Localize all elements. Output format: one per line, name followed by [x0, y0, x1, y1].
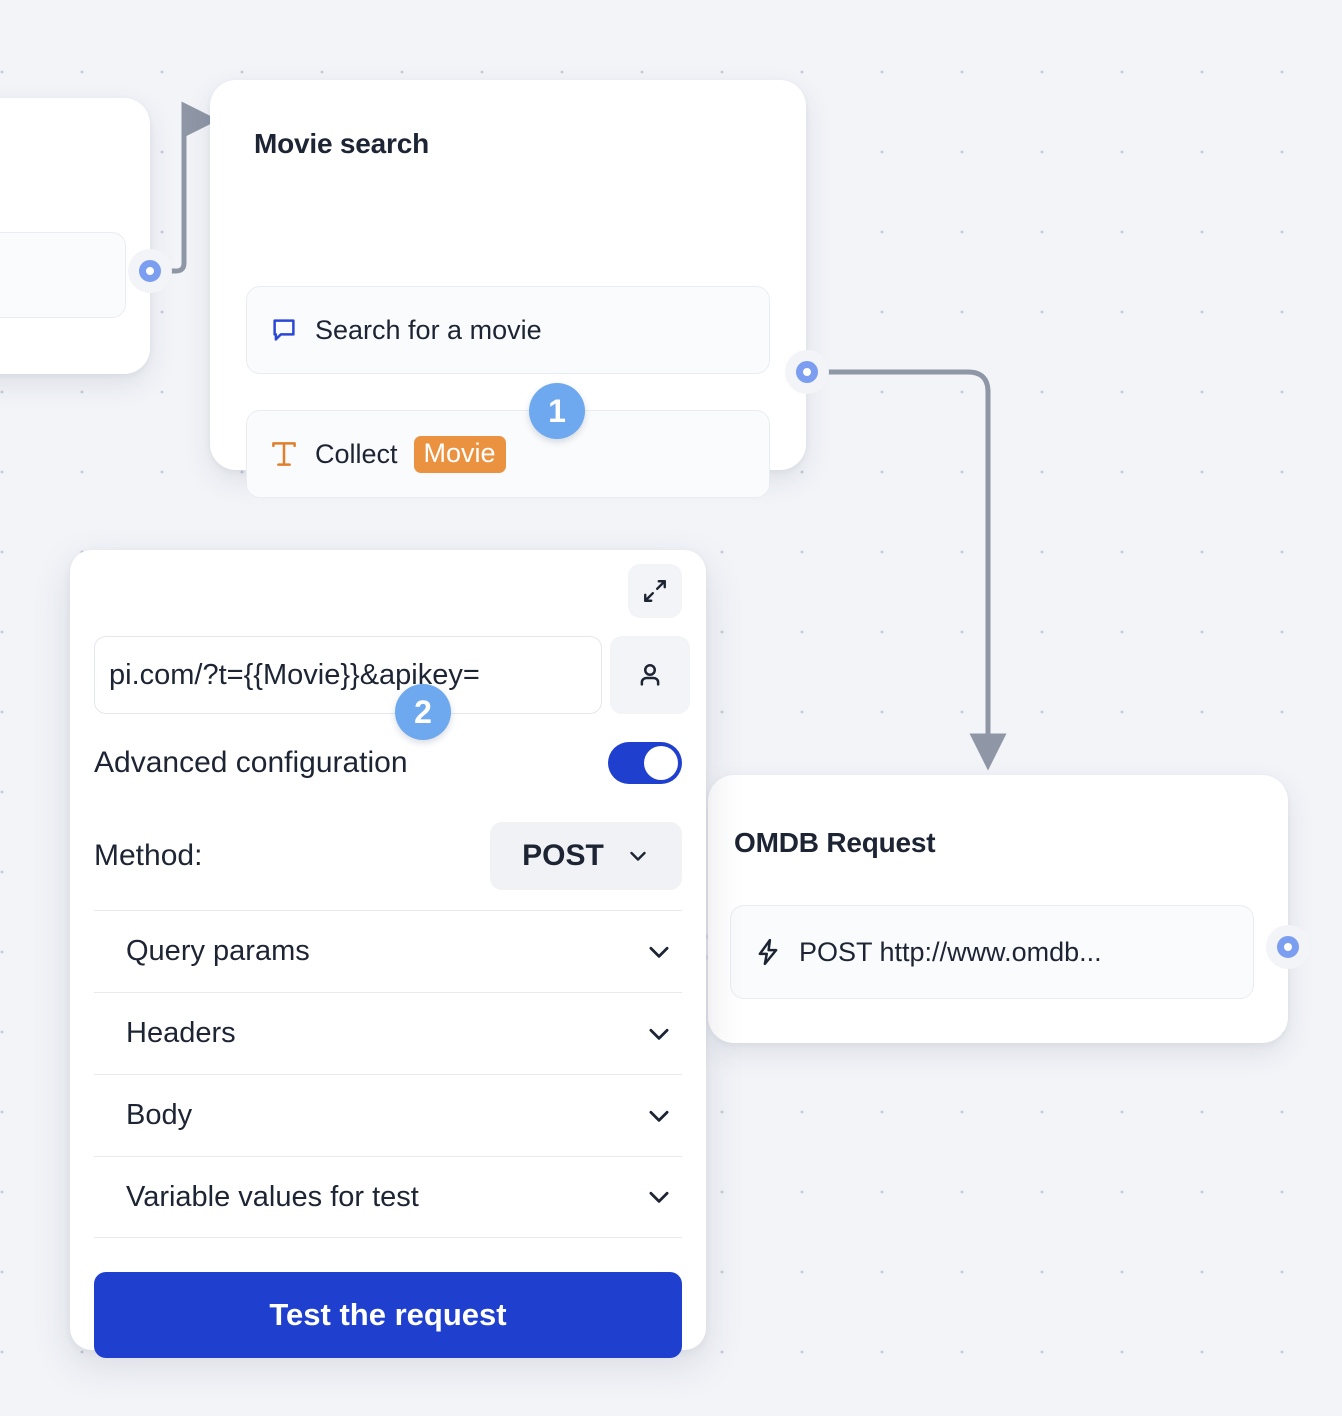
accordion-item-query-params[interactable]: Query params — [94, 910, 682, 992]
accordion-item-variable-values-for-test[interactable]: Variable values for test — [94, 1156, 682, 1238]
node-title-movie-search: Movie search — [254, 128, 430, 159]
method-select[interactable]: POST — [490, 822, 682, 890]
chevron-down-icon — [630, 851, 646, 861]
chevron-down-icon — [649, 1191, 669, 1203]
chevron-down-icon — [649, 946, 669, 958]
advanced-configuration-label: Advanced configuration — [94, 746, 408, 779]
method-label: Method: — [94, 839, 203, 872]
text-type-icon — [272, 442, 296, 466]
chevron-down-icon — [649, 1110, 669, 1122]
method-value: POST — [522, 839, 604, 872]
node-omdb-request[interactable]: OMDB Request POST http://www.omdb... — [708, 775, 1288, 1043]
toggle-knob — [644, 746, 678, 780]
user-icon — [640, 663, 660, 686]
port-movie-search-output[interactable] — [785, 350, 829, 394]
expand-panel-button[interactable] — [628, 564, 682, 618]
port-previous-output[interactable] — [128, 249, 172, 293]
chevron-down-icon — [649, 1028, 669, 1040]
accordion-label: Variable values for test — [126, 1180, 419, 1213]
node-row-label: POST http://www.omdb... — [799, 936, 1102, 967]
node-title-omdb-request: OMDB Request — [734, 827, 936, 858]
request-url-input[interactable] — [94, 636, 602, 714]
node-row-collect-movie[interactable]: Collect Movie — [246, 410, 770, 498]
node-previous[interactable] — [0, 98, 150, 374]
node-row-label: Search for a movie — [315, 314, 542, 345]
expand-diagonal-icon — [644, 580, 666, 602]
port-omdb-request-output[interactable] — [1266, 925, 1310, 969]
node-movie-search[interactable]: Movie search Search for a movie Collect … — [210, 80, 806, 498]
step-badge-2: 2 — [395, 684, 451, 740]
test-the-request-button[interactable]: Test the request — [94, 1272, 682, 1358]
method-row: Method: POST — [94, 822, 682, 890]
request-config-panel[interactable]: Advanced configuration Method: POST Quer… — [70, 550, 706, 1358]
message-bubble-icon — [273, 319, 295, 341]
url-row — [94, 636, 690, 714]
advanced-configuration-toggle[interactable] — [608, 742, 682, 784]
node-previous-row[interactable] — [0, 232, 126, 318]
node-row-search-for-a-movie[interactable]: Search for a movie — [246, 286, 770, 374]
step-badge-1: 1 — [529, 383, 585, 439]
advanced-configuration-row: Advanced configuration — [94, 742, 682, 784]
accordion-item-headers[interactable]: Headers — [94, 992, 682, 1074]
lightning-bolt-icon — [758, 938, 778, 966]
auth-user-button[interactable] — [610, 636, 690, 714]
node-row-post-request[interactable]: POST http://www.omdb... — [730, 905, 1254, 999]
accordion-label: Query params — [126, 935, 310, 967]
accordion-item-body[interactable]: Body — [94, 1074, 682, 1156]
node-row-label: Collect — [315, 438, 398, 469]
variable-chip-movie[interactable]: Movie — [413, 435, 506, 473]
accordion-label: Headers — [126, 1017, 236, 1049]
config-accordion: Query params Headers Body Variable value… — [94, 910, 682, 1238]
accordion-label: Body — [126, 1099, 193, 1131]
